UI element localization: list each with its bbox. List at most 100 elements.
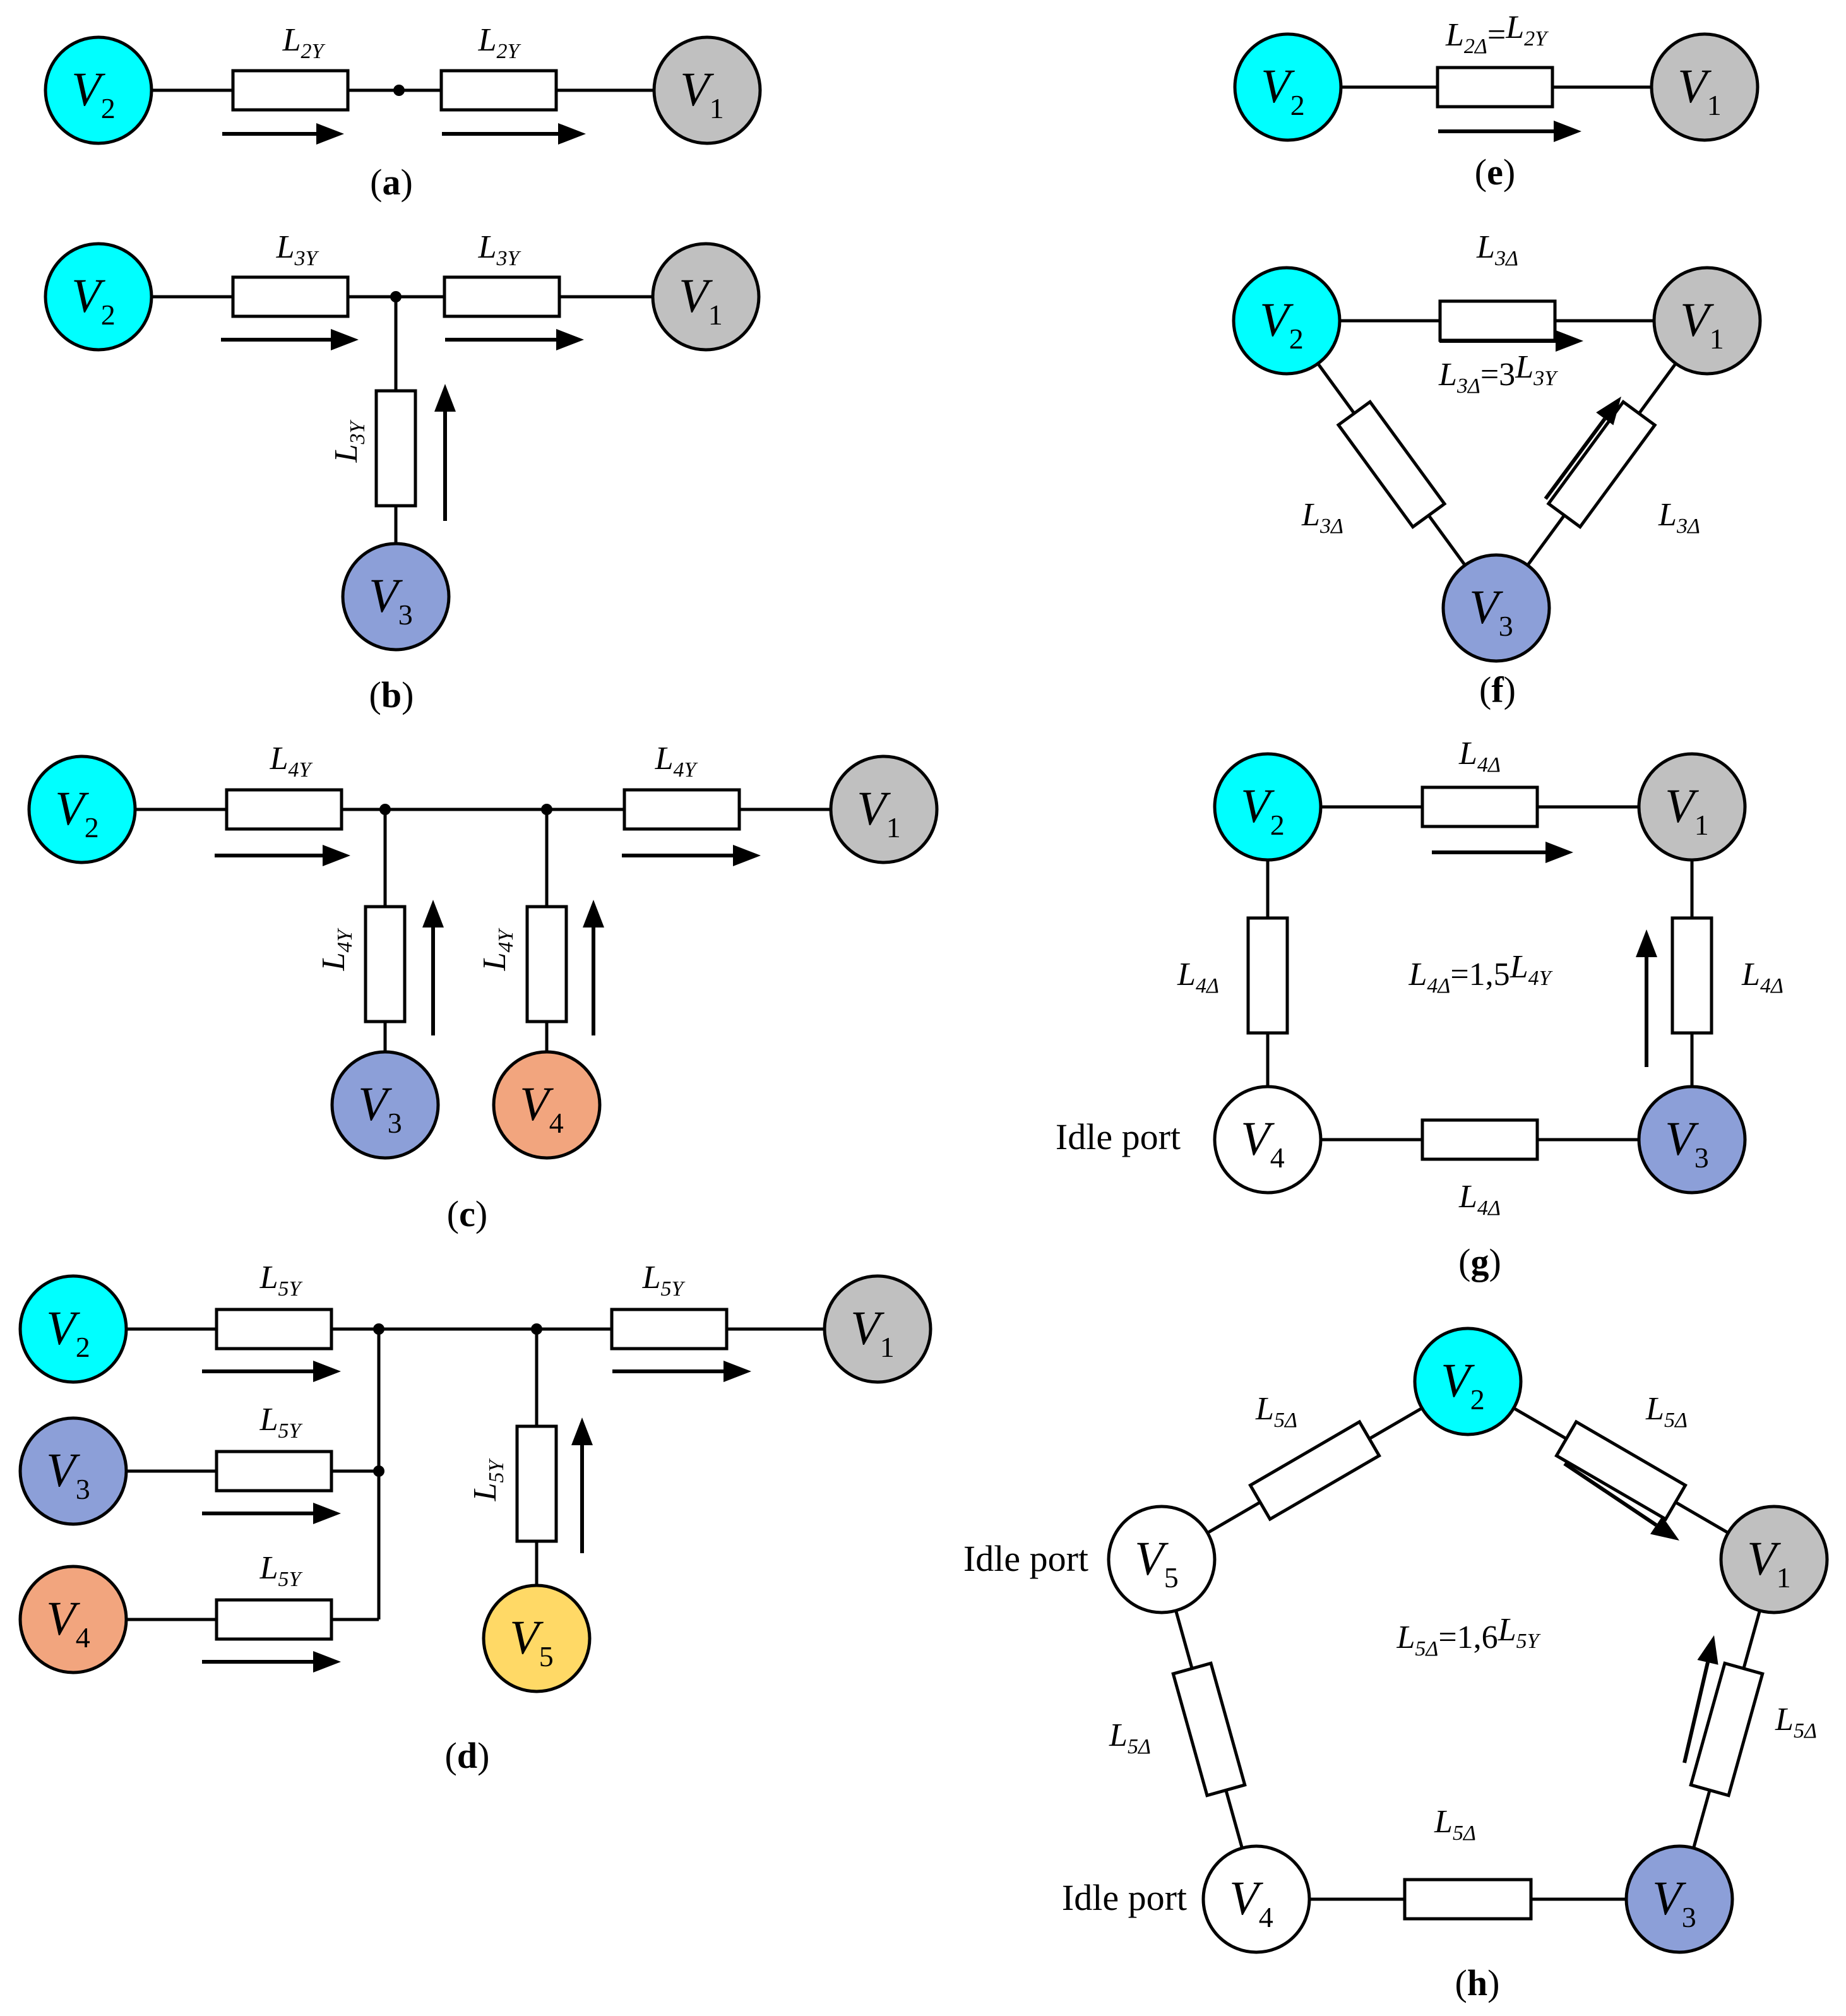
node-label: V1: [680, 63, 724, 124]
flow-arrow: [422, 900, 444, 1035]
flow-arrow: [1544, 397, 1621, 500]
node-label: V1: [679, 270, 722, 331]
inductance-label: L3Y: [328, 420, 369, 463]
flow-arrow: [1432, 842, 1573, 863]
node-circle: [18, 1416, 128, 1526]
node-v4: V4: [1201, 1844, 1311, 1954]
flow-arrow: [1563, 1462, 1679, 1541]
inductor-box: [364, 905, 407, 1023]
inductance-label: L3Δ: [1476, 229, 1518, 270]
inductor: [622, 788, 741, 831]
inductor: [443, 275, 561, 318]
inductor-box: [215, 1450, 333, 1493]
node-v4: V4: [18, 1565, 128, 1674]
node-label: V3: [1469, 581, 1513, 642]
inductance-label: L5Δ: [1109, 1717, 1151, 1758]
node-circle: [330, 1050, 440, 1160]
node-label: V4: [520, 1078, 563, 1139]
inductor: [1438, 299, 1557, 342]
node-label: V2: [71, 270, 115, 331]
inductor: [515, 1424, 558, 1543]
node-circle: [27, 755, 137, 864]
node-circle: [1232, 266, 1342, 376]
inductor-box: [1171, 1661, 1247, 1798]
node-circle: [1233, 32, 1343, 142]
node-circle: [652, 35, 762, 145]
flow-arrow: [445, 329, 584, 350]
node-circle: [492, 1050, 602, 1160]
inductance-label: L5Δ: [1255, 1391, 1297, 1432]
caption-b: (b): [369, 674, 414, 715]
caption-e: (e): [1475, 152, 1515, 193]
node-v3: V3: [1624, 1844, 1734, 1954]
caption-g: (g): [1458, 1241, 1501, 1282]
node-v1: V1: [1650, 32, 1760, 142]
node-circle: [1441, 553, 1551, 663]
inductor-box: [1420, 785, 1539, 828]
caption-a: (a): [370, 162, 413, 203]
node-label: V1: [850, 1302, 894, 1363]
inductance-label: L3Y: [276, 229, 319, 270]
inductor-box: [374, 389, 417, 508]
inductor-box: [1546, 400, 1657, 529]
node-circle: [44, 35, 153, 145]
inductor: [231, 275, 350, 318]
flow-arrow: [222, 123, 344, 145]
node-label: V3: [1665, 1112, 1708, 1174]
node-label: V5: [1134, 1532, 1178, 1594]
node-label: V5: [509, 1611, 553, 1673]
inductor: [1420, 1118, 1539, 1161]
inductor-box: [1248, 1419, 1381, 1522]
node-label: V2: [1241, 780, 1284, 841]
inductor: [215, 1450, 333, 1493]
node-circle: [1650, 32, 1760, 142]
node-v1: V1: [1719, 1505, 1829, 1614]
node-label: V3: [369, 570, 412, 631]
inductor: [1420, 785, 1539, 828]
inductor: [1670, 916, 1713, 1035]
node-v1: V1: [1637, 752, 1747, 862]
node-v1: V1: [1652, 266, 1762, 376]
flow-arrow: [1439, 330, 1583, 352]
inductor-box: [443, 275, 561, 318]
inductor-box: [225, 788, 343, 831]
flow-arrow: [202, 1651, 341, 1673]
node-circle: [1213, 752, 1323, 862]
flow-arrow: [215, 845, 350, 866]
inductor-box: [215, 1308, 333, 1351]
inductance-label: L3Δ: [1301, 497, 1343, 538]
node-circle: [829, 755, 939, 864]
node-v1: V1: [829, 755, 939, 864]
node-label: V4: [1229, 1872, 1273, 1933]
inductor: [1336, 399, 1447, 530]
inductor-box: [622, 788, 741, 831]
node-v4: V4: [1213, 1085, 1323, 1195]
inductor-box: [515, 1424, 558, 1543]
flow-arrow: [434, 384, 456, 521]
node-v1: V1: [823, 1274, 932, 1384]
node-v3: V3: [1441, 553, 1551, 663]
inductor-box: [1689, 1661, 1765, 1798]
inductor: [215, 1308, 333, 1351]
flow-arrow: [1636, 929, 1657, 1067]
node-v3: V3: [1637, 1085, 1747, 1195]
node-v2: V2: [1213, 752, 1323, 862]
node-label: V1: [1747, 1532, 1790, 1594]
inductor: [225, 788, 343, 831]
inductor-box: [231, 69, 350, 112]
inductance-label: L5Y: [259, 1260, 303, 1301]
inductance-label: L2Y: [282, 22, 326, 63]
idle-port-label: Idle port: [963, 1538, 1088, 1579]
node-label: V1: [1680, 294, 1724, 355]
node-label: V1: [1677, 60, 1721, 121]
node-circle: [18, 1565, 128, 1674]
inductor: [1403, 1878, 1533, 1921]
node-label: V4: [1241, 1112, 1284, 1174]
junction-dot: [379, 804, 391, 815]
flow-arrow: [202, 1361, 341, 1382]
inductance-label: L5Δ: [1645, 1391, 1688, 1432]
node-v3: V3: [18, 1416, 128, 1526]
node-circle: [482, 1584, 592, 1693]
equation-label: L2Δ=L2Y: [1445, 9, 1549, 58]
node-circle: [1213, 1085, 1323, 1195]
